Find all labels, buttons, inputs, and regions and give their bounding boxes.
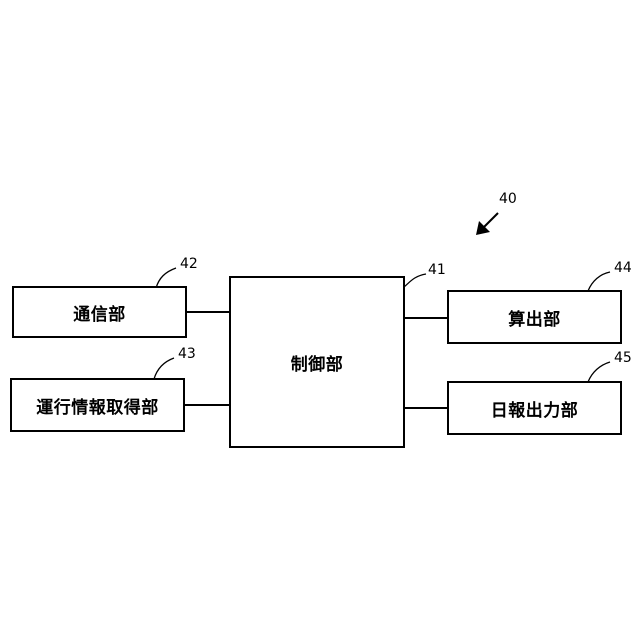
leader-line-45 (588, 362, 610, 382)
ref-number-41: 41 (428, 262, 446, 278)
ref-number-44: 44 (614, 260, 632, 276)
ref-number-45: 45 (614, 350, 632, 366)
daily-report-output-unit-label: 日報出力部 (491, 396, 579, 421)
leader-line-43 (154, 358, 174, 379)
leader-line-44 (588, 272, 610, 291)
communication-unit-label: 通信部 (73, 300, 126, 325)
communication-unit-block: 通信部 (12, 286, 187, 338)
control-unit-block: 制御部 (229, 276, 405, 448)
ref-number-42: 42 (180, 256, 198, 272)
operation-info-acquisition-unit-block: 運行情報取得部 (10, 378, 185, 432)
system-arrow-icon (476, 213, 498, 235)
ref-number-40: 40 (499, 191, 517, 207)
leader-line-41 (404, 274, 426, 287)
leader-line-42 (156, 268, 176, 288)
operation-info-acquisition-unit-label: 運行情報取得部 (36, 393, 159, 418)
control-unit-label: 制御部 (291, 350, 344, 375)
calculation-unit-block: 算出部 (447, 290, 622, 344)
ref-number-43: 43 (178, 346, 196, 362)
calculation-unit-label: 算出部 (508, 305, 561, 330)
daily-report-output-unit-block: 日報出力部 (447, 381, 622, 435)
